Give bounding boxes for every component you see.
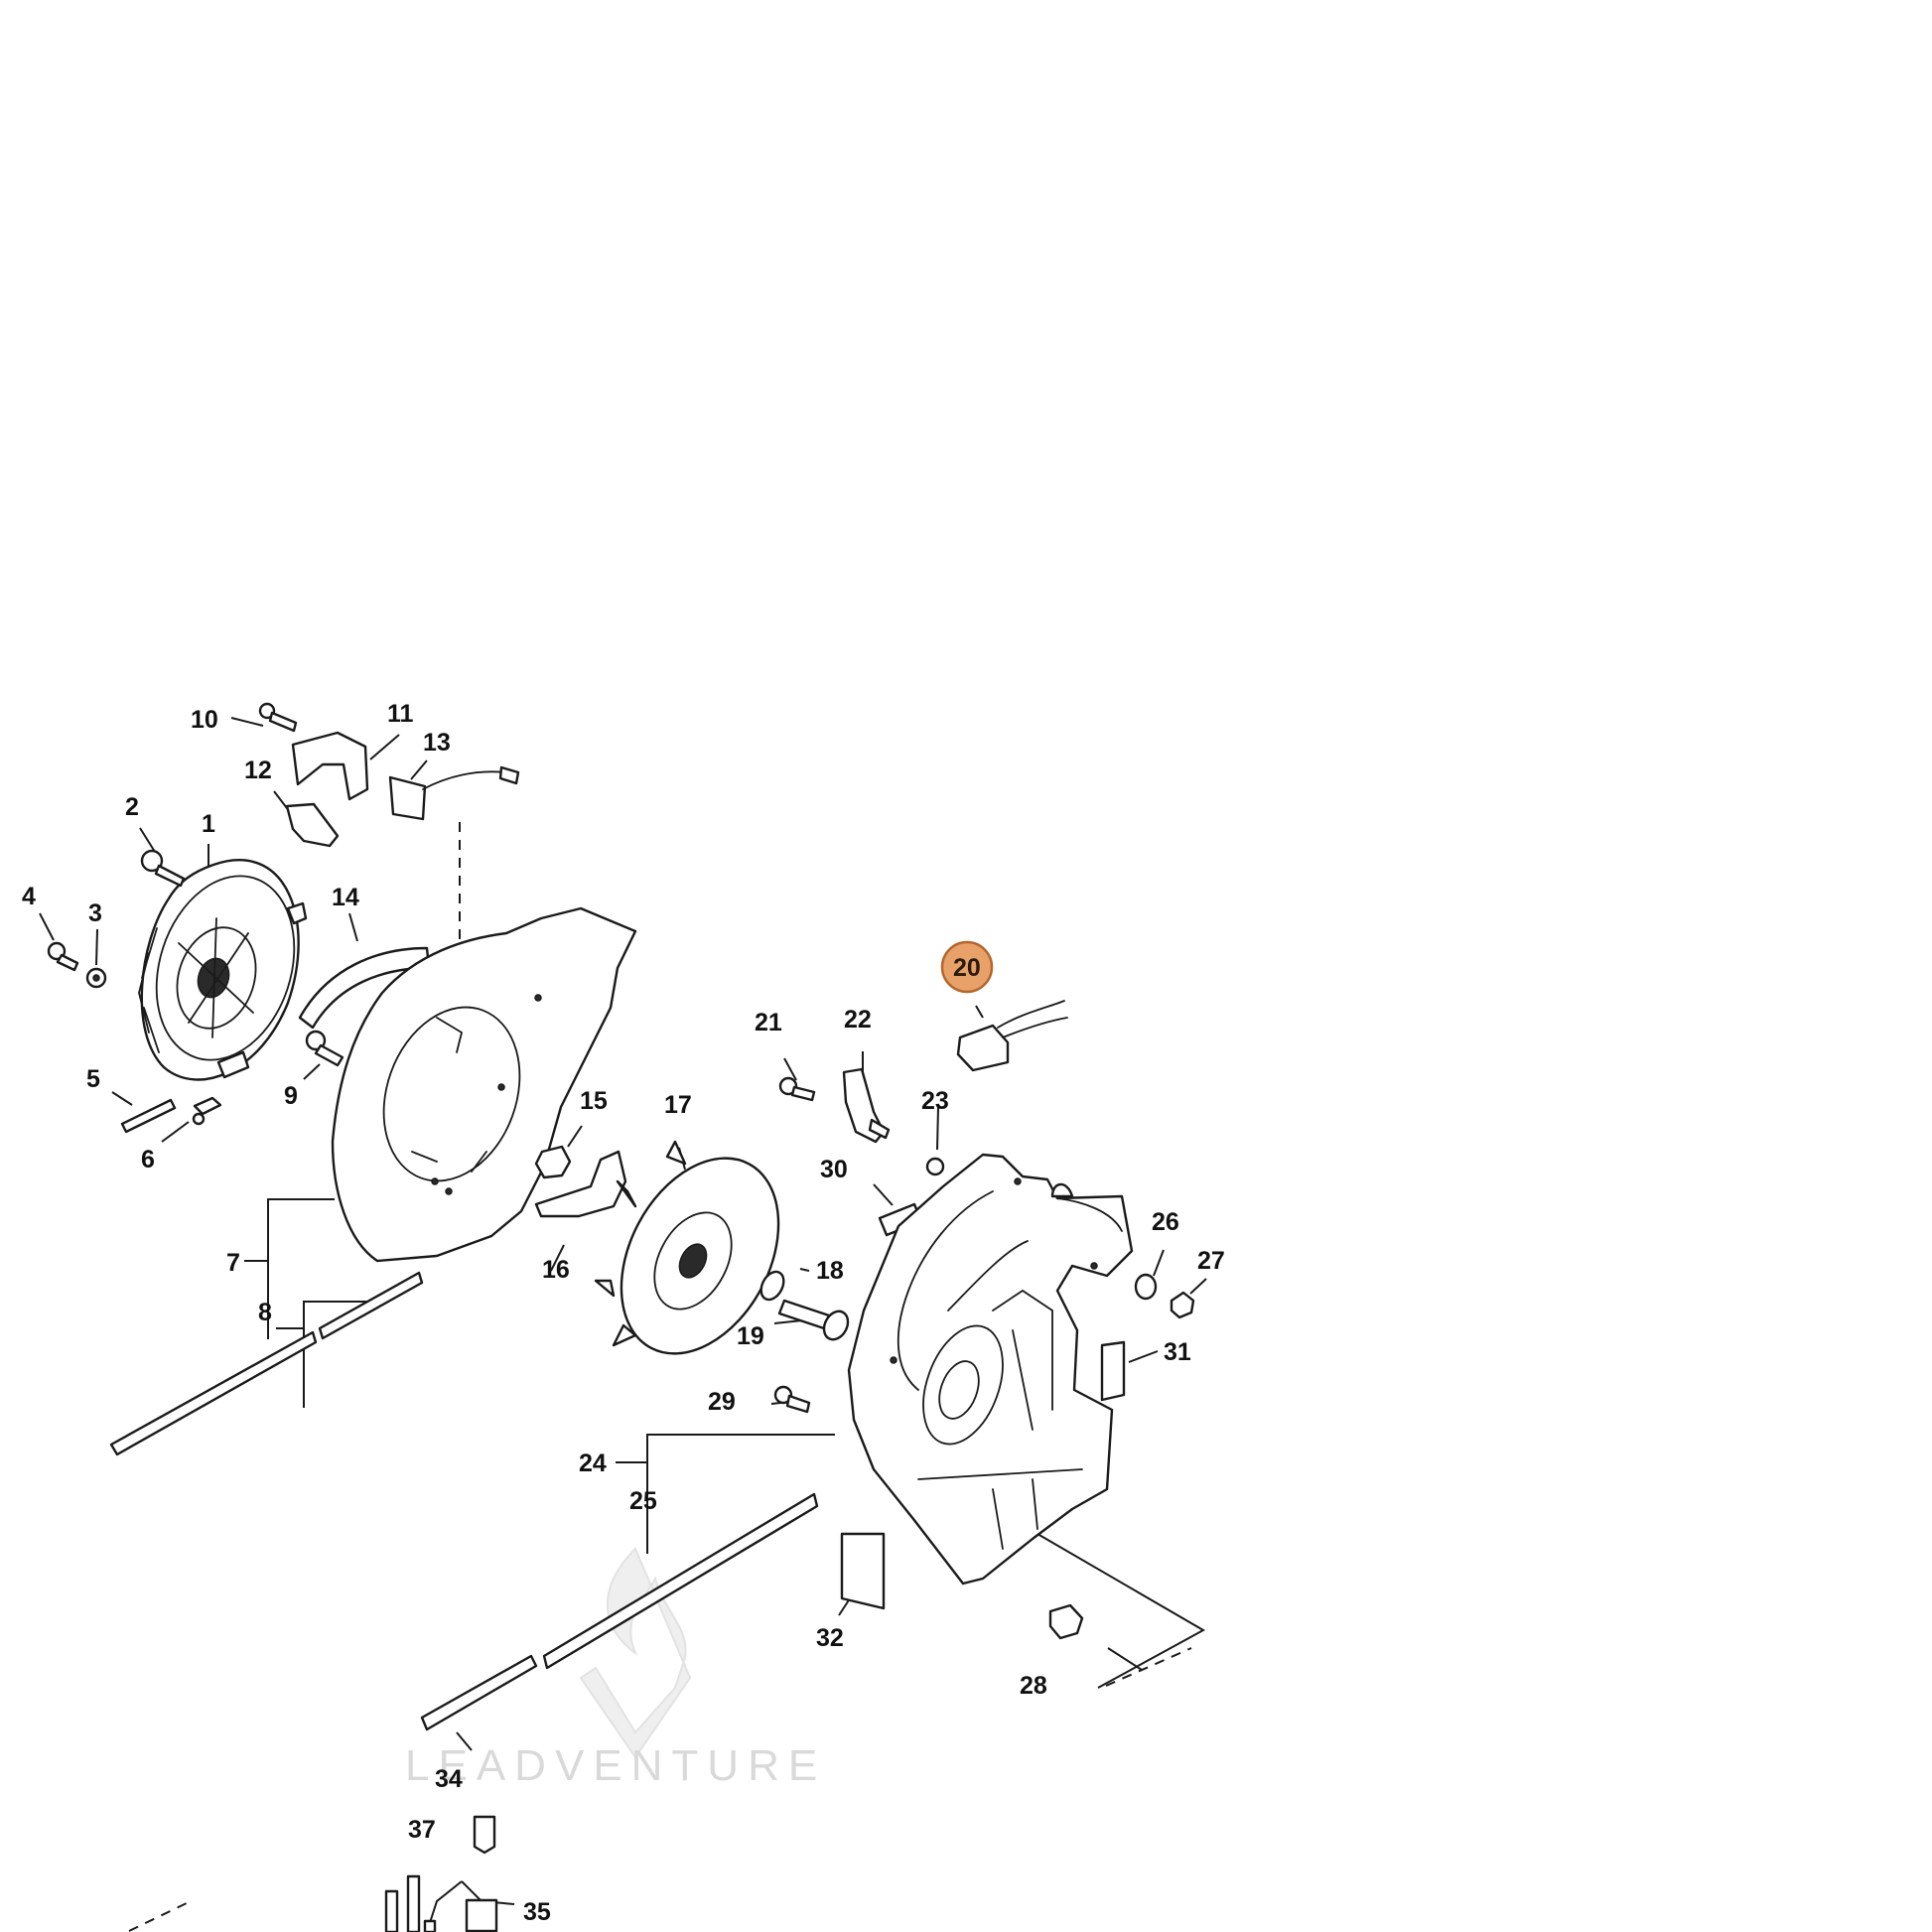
screw-4	[47, 941, 79, 972]
callout-17: 17	[664, 1091, 692, 1119]
seal-strip-8	[109, 1271, 424, 1456]
ignition-lead-20	[956, 1000, 1068, 1072]
lever-16	[534, 1150, 627, 1218]
callout-16: 16	[542, 1256, 570, 1284]
callout-18: 18	[816, 1257, 844, 1285]
callout-20: 20	[953, 954, 981, 982]
watermark-text: LEADVENTURE	[405, 1741, 826, 1790]
washer-18	[759, 1270, 785, 1302]
ignition-module-22	[842, 1067, 891, 1144]
screw-2	[140, 849, 186, 888]
callout-19: 19	[737, 1322, 764, 1350]
callout-7: 7	[226, 1249, 240, 1277]
callout-25: 25	[629, 1487, 657, 1515]
nut-15	[534, 1145, 572, 1179]
plug-28	[1048, 1603, 1084, 1640]
screw-9	[305, 1030, 345, 1067]
callout-6: 6	[141, 1146, 155, 1173]
callout-32: 32	[816, 1624, 844, 1652]
seal-strip-25	[420, 1492, 819, 1731]
grommet-35	[465, 1898, 498, 1932]
callout-9: 9	[284, 1082, 298, 1110]
nut-26	[1134, 1273, 1158, 1301]
callout-37: 37	[408, 1816, 436, 1844]
label-31	[1100, 1340, 1126, 1402]
label-32	[840, 1532, 886, 1610]
callout-4: 4	[22, 883, 36, 910]
callout-8: 8	[258, 1299, 272, 1326]
callout-23: 23	[921, 1087, 949, 1115]
callout-26: 26	[1152, 1208, 1179, 1236]
clamp-11	[291, 731, 369, 801]
callout-15: 15	[580, 1087, 608, 1115]
plug-34	[473, 1815, 496, 1855]
callout-3: 3	[88, 899, 102, 927]
callout-27: 27	[1197, 1247, 1225, 1275]
blower-housing-24	[847, 1153, 1134, 1586]
bolt-19	[777, 1299, 850, 1341]
callout-35: 35	[523, 1898, 551, 1926]
watermark: LEADVENTURE	[405, 1547, 826, 1790]
callout-13: 13	[423, 729, 451, 757]
callout-11: 11	[387, 700, 414, 728]
bracket-12	[285, 802, 340, 848]
callout-22: 22	[844, 1006, 872, 1034]
callout-34: 34	[435, 1765, 463, 1793]
washer-23	[925, 1157, 945, 1176]
callout-14: 14	[332, 884, 359, 911]
callout-31: 31	[1164, 1338, 1191, 1366]
callout-29: 29	[708, 1388, 736, 1416]
callout-10: 10	[191, 706, 218, 734]
callout-28: 28	[1020, 1672, 1047, 1700]
fan-wheel-17	[594, 1140, 780, 1355]
callout-2: 2	[125, 793, 139, 821]
callout-24: 24	[579, 1449, 607, 1477]
callout-labels: 10 11 13 12 2 1 14 4 3 9 5 6 7 8 15 16 1…	[22, 700, 1225, 1926]
nut-27	[1170, 1291, 1195, 1319]
rewind-starter	[138, 859, 308, 1081]
screw-10	[258, 702, 298, 733]
callout-30: 30	[820, 1156, 848, 1183]
screw-21	[778, 1076, 816, 1102]
tubes-37	[384, 1874, 437, 1932]
callout-12: 12	[244, 757, 272, 784]
screw-29	[773, 1385, 811, 1414]
callout-21: 21	[755, 1009, 782, 1036]
spring-6	[192, 1096, 222, 1126]
fastener-parts	[47, 702, 520, 1134]
callout-1: 1	[202, 810, 215, 838]
pin-5	[120, 1098, 177, 1134]
switch-13	[388, 765, 520, 821]
callout-highlight-ring	[940, 940, 994, 994]
callout-5: 5	[86, 1065, 100, 1093]
fan-housing	[331, 906, 637, 1263]
